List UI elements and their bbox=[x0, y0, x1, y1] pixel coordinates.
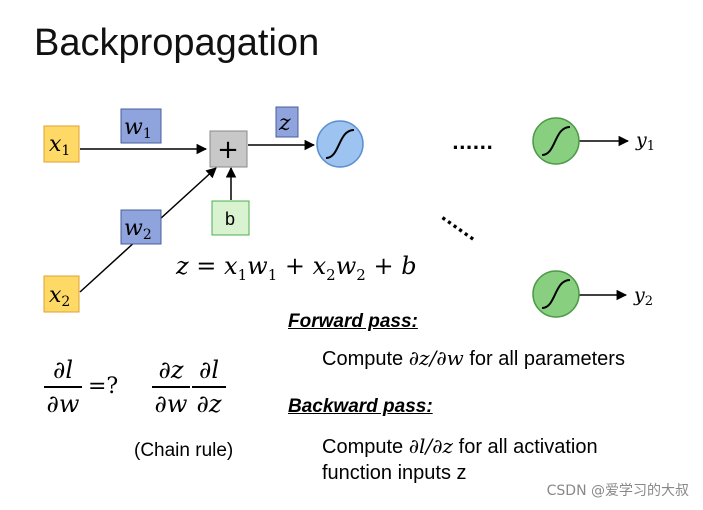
weight-w2-label: w2 bbox=[124, 216, 152, 243]
fraction-dl-dz: ∂l ∂z bbox=[192, 356, 226, 418]
sigmoid-icon bbox=[541, 279, 571, 309]
equals-question: =? bbox=[88, 374, 119, 399]
output-y1-label: y1 bbox=[635, 129, 655, 154]
backward-pass-text-line2: function inputs z bbox=[322, 462, 467, 484]
input-x2-box bbox=[43, 275, 80, 313]
backward-pass-heading: Backward pass: bbox=[288, 396, 433, 417]
ellipsis-horizontal: ...... bbox=[452, 133, 493, 154]
input-x2-label: x2 bbox=[49, 283, 70, 310]
bias-box bbox=[211, 200, 250, 236]
weight-w1-label: w1 bbox=[124, 115, 152, 142]
sigmoid-icon bbox=[541, 126, 571, 156]
watermark: CSDN @爱学习的大叔 bbox=[546, 483, 689, 499]
sigmoid-icon bbox=[325, 129, 355, 159]
sum-node bbox=[209, 130, 248, 168]
weight-w2-box bbox=[120, 209, 162, 245]
input-x1-label: x1 bbox=[49, 132, 70, 159]
fraction-dz-dw: ∂z ∂w bbox=[152, 356, 190, 418]
input-x1-box bbox=[43, 125, 80, 163]
sum-plus-label: + bbox=[217, 135, 239, 165]
ellipsis-diagonal: ...... bbox=[437, 205, 483, 246]
page-title: Backpropagation bbox=[34, 22, 320, 64]
bias-label: b bbox=[225, 209, 235, 229]
sum-z-label: z bbox=[278, 111, 291, 136]
fraction-dl-dw: ∂l ∂w bbox=[44, 356, 82, 418]
z-equation: z = x1w1 + x2w2 + b bbox=[176, 252, 417, 284]
output-y2-label: y2 bbox=[633, 284, 653, 309]
backward-pass-text: Compute ∂l/∂z for all activation bbox=[322, 434, 598, 458]
forward-pass-text: Compute ∂z/∂w for all parameters bbox=[322, 346, 625, 370]
forward-pass-heading: Forward pass: bbox=[288, 311, 418, 332]
chain-rule-label: (Chain rule) bbox=[134, 440, 234, 461]
weight-w1-box bbox=[120, 108, 162, 144]
sum-z-box bbox=[275, 106, 299, 138]
